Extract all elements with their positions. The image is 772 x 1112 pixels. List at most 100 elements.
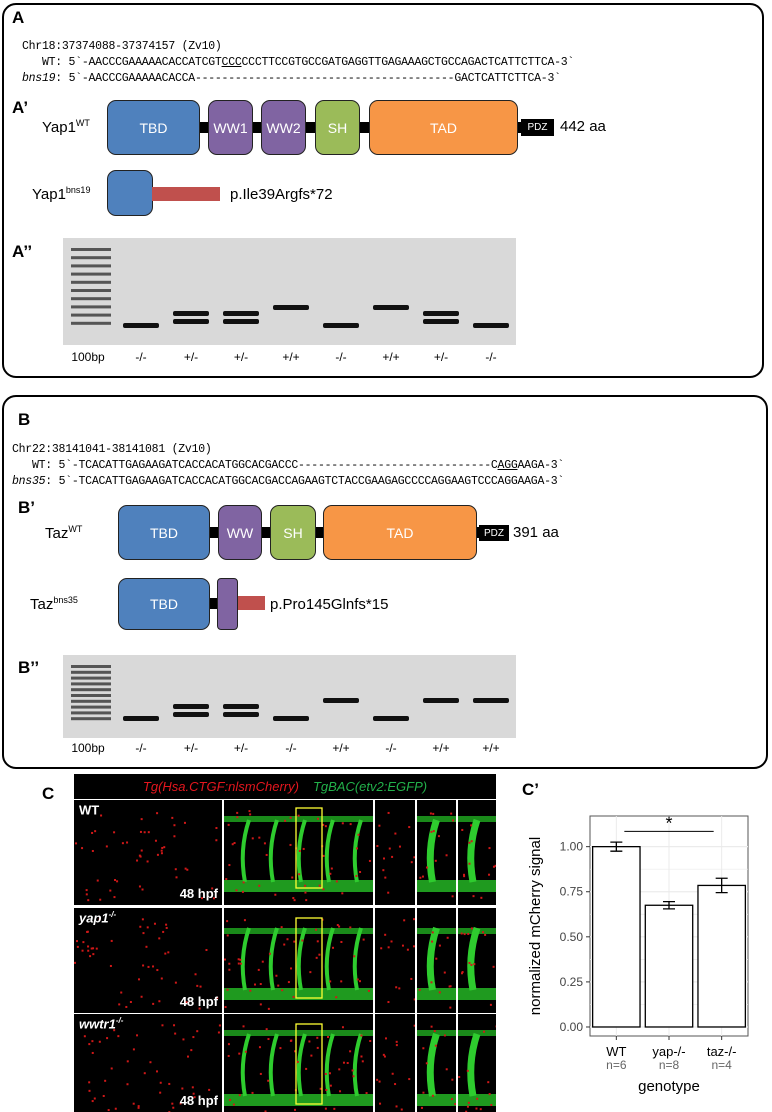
error-bar	[715, 877, 728, 894]
nucleus	[277, 984, 280, 987]
mut-effect-b: p.Pro145Glnfs*15	[270, 596, 389, 613]
nucleus	[435, 957, 438, 960]
nucleus	[168, 1082, 171, 1085]
nucleus	[259, 1072, 262, 1075]
nucleus	[85, 893, 88, 896]
merged-image	[417, 800, 456, 905]
vessel	[458, 816, 496, 822]
nucleus	[107, 1109, 110, 1112]
domain-sh: SH	[315, 100, 360, 155]
ladder-band	[71, 321, 111, 325]
yap1-wt-label: Yap1WT	[42, 118, 90, 136]
nucleus	[316, 1046, 319, 1049]
vessel	[240, 927, 251, 991]
nucleus	[472, 895, 475, 898]
nucleus	[244, 1050, 247, 1053]
nucleus	[217, 1031, 220, 1034]
nucleus	[394, 832, 397, 835]
nucleus	[465, 1110, 468, 1112]
significance-mark: *	[665, 813, 672, 833]
nucleus	[473, 963, 476, 966]
gel-band	[473, 698, 509, 703]
ladder-label: 100bp	[71, 741, 105, 755]
nucleus	[430, 830, 433, 833]
nucleus	[142, 932, 145, 935]
nucleus	[184, 867, 187, 870]
nucleus	[438, 944, 441, 947]
ladder-band	[71, 694, 111, 697]
merged-image	[458, 1014, 496, 1112]
lane-label: +/-	[183, 741, 199, 755]
gel-band	[423, 319, 459, 324]
domain-tbd: TBD	[118, 578, 210, 630]
nucleus	[391, 855, 394, 858]
nucleus	[356, 847, 359, 850]
nucleus	[254, 983, 257, 986]
nucleus	[268, 952, 271, 955]
vessel	[417, 1094, 456, 1106]
nucleus	[161, 1024, 164, 1027]
nucleus	[489, 1003, 492, 1006]
nucleus	[267, 1038, 270, 1041]
mcherry-image: wwtr1-/-48 hpf	[74, 1014, 222, 1112]
nucleus	[325, 1089, 328, 1092]
nucleus	[96, 879, 99, 882]
nucleus	[205, 949, 208, 952]
nucleus	[341, 892, 344, 895]
nucleus	[139, 830, 142, 833]
lane-label: -/-	[335, 350, 347, 364]
nucleus	[88, 1043, 91, 1046]
nucleus	[339, 1090, 342, 1093]
nucleus	[172, 1106, 175, 1109]
vessel	[352, 1033, 363, 1097]
nucleus	[141, 888, 144, 891]
nucleus	[429, 812, 432, 815]
error-bar	[663, 901, 675, 910]
bar-chart: 0.000.250.500.751.00WTn=6yap-/-n=8taz-/-…	[527, 813, 749, 1095]
nucleus	[425, 866, 428, 869]
nucleus	[227, 1054, 230, 1057]
nucleus	[259, 983, 262, 986]
nucleus	[430, 981, 433, 984]
gel-band	[423, 311, 459, 316]
nucleus	[292, 995, 295, 998]
nucleus	[174, 1032, 177, 1035]
x-axis-label: genotype	[638, 1078, 700, 1095]
nucleus	[368, 859, 371, 862]
nucleus	[400, 1108, 403, 1111]
nucleus	[355, 874, 358, 877]
frameshift-bar	[238, 596, 265, 610]
nucleus	[297, 814, 300, 817]
nucleus	[171, 1102, 174, 1105]
vessel	[467, 1032, 481, 1097]
mcherry-image	[375, 908, 415, 1013]
gel-band	[223, 311, 259, 316]
nucleus	[102, 1094, 105, 1097]
nucleus	[406, 948, 409, 951]
nucleus	[193, 1096, 196, 1099]
nucleus	[335, 996, 338, 999]
nucleus	[413, 1024, 415, 1027]
nucleus	[449, 985, 452, 988]
nucleus	[315, 956, 318, 959]
nucleus	[137, 1106, 140, 1109]
nucleus	[95, 947, 98, 950]
nucleus	[267, 1007, 270, 1010]
nucleus	[476, 1097, 479, 1100]
nucleus	[452, 819, 455, 822]
lane-label: +/+	[282, 350, 300, 364]
vessel	[426, 1032, 440, 1097]
gel-band	[123, 323, 159, 328]
nucleus	[398, 845, 401, 848]
nucleus	[159, 1081, 162, 1084]
nucleus	[349, 926, 352, 929]
nucleus	[466, 1105, 469, 1108]
nucleus	[174, 868, 177, 871]
nucleus	[182, 1038, 185, 1041]
nucleus	[159, 1091, 162, 1094]
nucleus	[286, 938, 289, 941]
panel-a	[2, 3, 764, 378]
nucleus	[229, 1098, 232, 1101]
nucleus	[227, 1043, 230, 1046]
nucleus	[361, 1060, 364, 1063]
